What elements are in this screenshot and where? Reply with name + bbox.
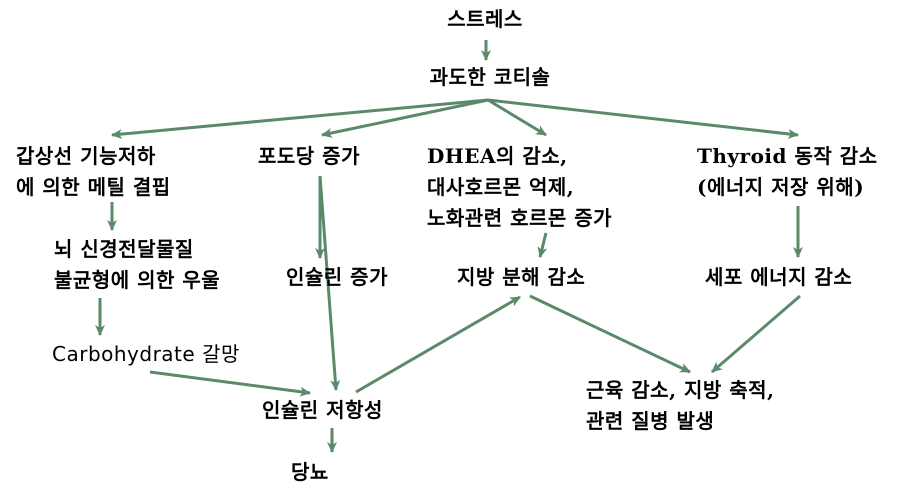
node-thyroid-action-decrease: Thyroid 동작 감소 (에너지 저장 위해) [697, 144, 878, 199]
node-dhea-decrease: DHEA의 감소, 대사호르몬 억제, 노화관련 호르몬 증가 [427, 144, 613, 230]
node-carbohydrate-craving: Carbohydrate 갈망 [52, 342, 240, 366]
arrow-cortisol-to-dhea [487, 98, 547, 137]
arrow-dhea-to-fat [537, 232, 548, 258]
node-stress: 스트레스 [447, 7, 523, 31]
arrow-fat-to-muscle [529, 294, 691, 374]
arrow-cortisol-to-thyroid-action [487, 98, 799, 139]
arrow-resistance-to-fat [355, 295, 521, 394]
node-fat-breakdown-decrease: 지방 분해 감소 [457, 265, 586, 289]
arrow-cortisol-to-thyroid-hypo [111, 98, 489, 140]
node-thyroid-hypofunction: 갑상선 기능저하 에 의한 메틸 결핍 [16, 144, 171, 199]
node-diabetes: 당뇨 [291, 460, 329, 484]
arrow-carb-to-resistance [149, 370, 311, 397]
node-insulin-resistance: 인슐린 저항성 [262, 398, 383, 422]
arrow-cell-to-muscle [711, 294, 801, 374]
node-cortisol: 과도한 코티솔 [429, 65, 551, 89]
node-neurotransmitter-imbalance: 뇌 신경전달물질 불균형에 의한 우울 [54, 237, 221, 292]
node-glucose-increase: 포도당 증가 [258, 144, 360, 168]
arrow-cortisol-to-glucose [321, 98, 489, 138]
node-muscle-loss: 근육 감소, 지방 축적, 관련 질병 발생 [586, 378, 775, 433]
arrow-glucose-to-resistance [318, 175, 341, 391]
node-insulin-increase: 인슐린 증가 [286, 265, 388, 289]
node-cell-energy-decrease: 세포 에너지 감소 [705, 265, 853, 289]
